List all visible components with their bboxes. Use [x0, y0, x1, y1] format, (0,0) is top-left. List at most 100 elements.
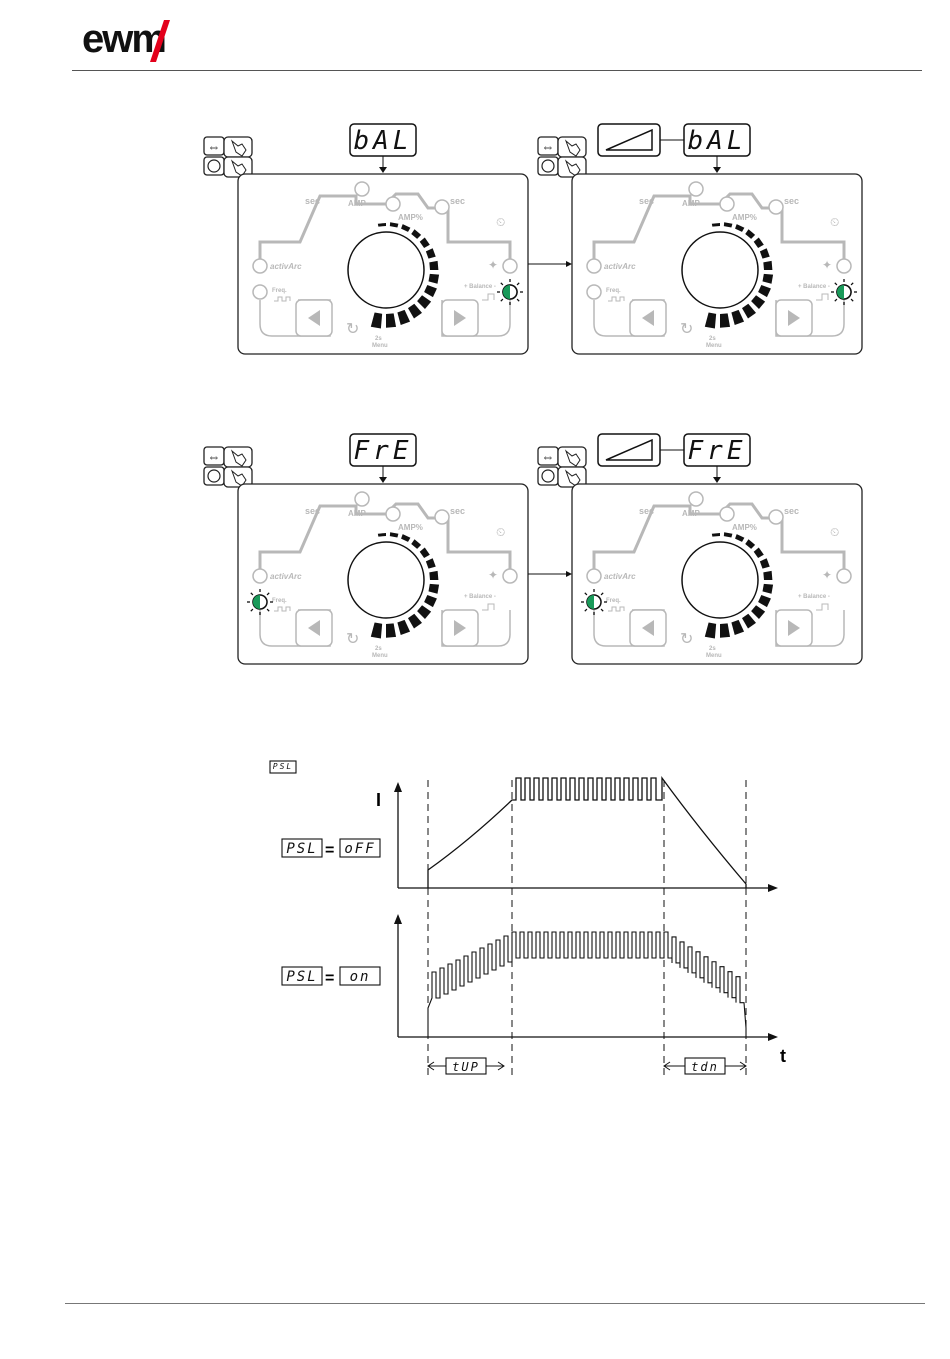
label-activarc: activArc	[270, 262, 302, 271]
knob-level-segment	[424, 595, 437, 607]
psl-off-value-box	[340, 839, 380, 857]
knob-level-segment	[724, 532, 733, 537]
psl-on-value-text: on	[350, 969, 371, 985]
t-up-arrow-left	[428, 1062, 434, 1070]
rotary-icon	[542, 470, 554, 482]
label-activarc: activArc	[604, 262, 636, 271]
y-axis-top-arrow	[394, 782, 402, 792]
sequence-line	[260, 504, 510, 576]
label-amp: AMP	[348, 199, 366, 208]
parameter-display	[350, 434, 416, 466]
transition-arrow-head	[566, 571, 572, 577]
hand-icon	[566, 451, 580, 466]
led-blink-ray	[835, 299, 837, 301]
led	[386, 507, 400, 521]
knob-level-segment	[397, 620, 410, 635]
torch-icon: ✦	[822, 258, 832, 272]
hand-icon	[232, 141, 246, 156]
label-amp: AMP	[682, 199, 700, 208]
left-right-arrow-icon: ⇔	[542, 449, 555, 464]
t-dn-text: tdn	[691, 1060, 719, 1074]
label-sec-right: sec	[450, 196, 465, 206]
left-arrow-icon	[308, 620, 320, 636]
control-panel-bal-ramp: ⇔bALsecAMPAMP%secactivArcFreq.+ Balance …	[538, 124, 862, 354]
knob-level-segment	[751, 295, 765, 309]
label-amp-pct: AMP%	[732, 523, 757, 532]
right-arrow-icon	[788, 310, 800, 326]
led	[253, 569, 267, 583]
psl-key-off-box	[282, 839, 322, 857]
knob-level-segment	[429, 261, 438, 270]
footer-rule	[65, 1303, 925, 1304]
label-2s: 2s	[375, 336, 382, 342]
rotary-icon	[542, 160, 554, 172]
led	[386, 197, 400, 211]
header-rule	[72, 70, 922, 71]
balance-wave-icon	[482, 604, 494, 610]
knob-level-segment	[390, 532, 399, 537]
knob-level-segment	[411, 229, 421, 239]
hand-icon	[232, 471, 246, 486]
t-dn-arrow-right	[740, 1062, 746, 1070]
t-up-arrow-right	[498, 1062, 504, 1070]
knob-level-segment	[401, 534, 410, 542]
balance-wave-icon	[482, 294, 494, 300]
equals-sign: =	[325, 842, 334, 859]
arrow-lr-button	[538, 447, 558, 465]
active-led-fill	[253, 595, 260, 609]
left-arrow-button	[630, 610, 666, 646]
parameter-display	[684, 434, 750, 466]
display-text: bAL	[688, 126, 747, 156]
led	[355, 182, 369, 196]
menu-hand-icon: ↻	[680, 631, 693, 648]
label-balance: + Balance -	[464, 284, 496, 290]
left-arrow-button	[630, 300, 666, 336]
led	[587, 259, 601, 273]
label-menu: Menu	[706, 653, 722, 659]
arrow-lr-button	[204, 137, 224, 155]
label-2s: 2s	[709, 336, 716, 342]
right-arrow-button	[776, 610, 812, 646]
sequence-line	[594, 194, 844, 266]
hand-press-button-2	[558, 467, 586, 487]
panel-frame	[238, 484, 528, 664]
arrow-lr-button	[204, 447, 224, 465]
led	[689, 492, 703, 506]
ramp-display	[598, 124, 660, 156]
led-blink-ray	[501, 299, 503, 301]
rotary-icon	[208, 470, 220, 482]
knob-level-segment	[429, 584, 440, 594]
right-arrow-button	[442, 610, 478, 646]
knob-level-segment	[754, 237, 764, 248]
arrow-head	[379, 477, 387, 483]
rotary-button	[538, 467, 558, 485]
rotary-button	[204, 467, 224, 485]
psl-key-on-text: PSL	[286, 969, 317, 985]
active-led	[503, 285, 517, 299]
knob-level-segment	[720, 623, 730, 637]
torch-icon: ✦	[822, 568, 832, 582]
knob-level-segment	[420, 547, 430, 558]
led	[587, 569, 601, 583]
rotary-knob	[348, 232, 424, 308]
knob-level-segment	[386, 313, 396, 327]
left-arrow-button	[296, 300, 332, 336]
active-led	[253, 595, 267, 609]
knob-level-segment	[731, 620, 744, 635]
left-right-arrow-icon: ⇔	[542, 139, 555, 154]
parameter-display	[350, 124, 416, 156]
right-arrow-button	[776, 300, 812, 336]
led	[587, 285, 601, 299]
psl-tag-top-text: PSL	[273, 762, 293, 771]
right-button-outline	[776, 300, 844, 336]
led	[253, 285, 267, 299]
freq-wave-icon	[274, 297, 290, 301]
led	[837, 569, 851, 583]
knob-level-segment	[763, 584, 774, 594]
ramp-icon	[606, 130, 652, 150]
right-button-outline	[442, 610, 510, 646]
t-up-text: tUP	[452, 1060, 480, 1074]
balance-wave-icon	[816, 604, 828, 610]
led-blink-ray	[517, 283, 519, 285]
